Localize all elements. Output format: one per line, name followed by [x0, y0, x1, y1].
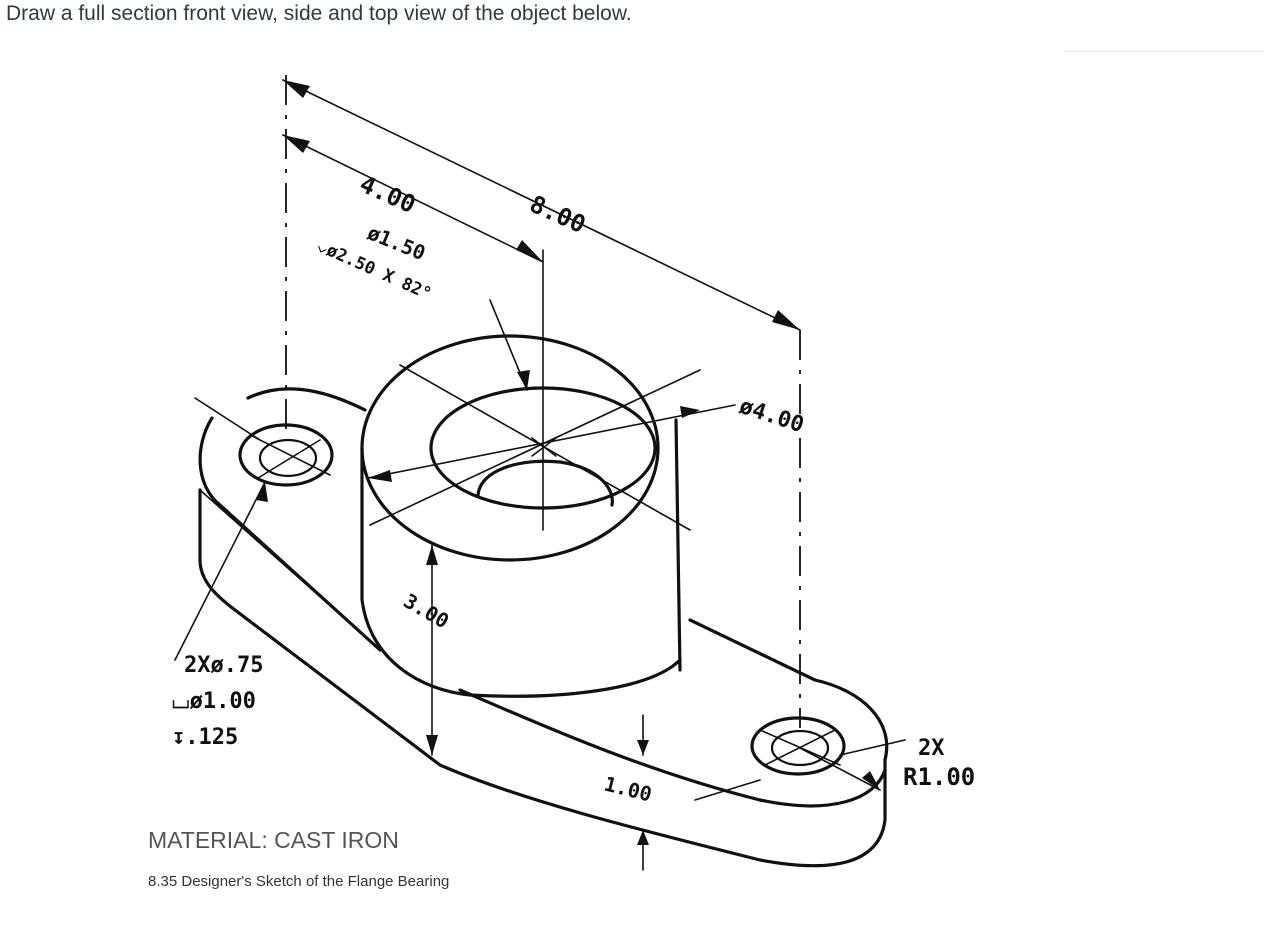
right-hole — [750, 716, 846, 776]
flange-base — [194, 387, 889, 868]
center-lines — [285, 75, 801, 728]
dim-holes-line3: ↧.125 — [172, 725, 238, 750]
dim-radius-line2: R1.00 — [903, 763, 975, 791]
dim-radius-line1: 2X — [918, 736, 945, 761]
dim-hole-spacing: 4.00 — [356, 170, 420, 219]
material-note: MATERIAL: CAST IRON — [148, 827, 399, 853]
dimension-lines — [174, 79, 906, 871]
left-hole — [238, 423, 334, 487]
question-text: Draw a full section front view, side and… — [6, 2, 632, 25]
dim-holes-line1: 2Xø.75 — [184, 653, 263, 678]
divider-line — [1065, 51, 1262, 52]
figure-caption: 8.35 Designer's Sketch of the Flange Bea… — [148, 873, 449, 890]
boss-cylinder — [360, 334, 682, 698]
dim-boss-dia: ø4.00 — [736, 394, 807, 438]
dim-flange-thickness: 1.00 — [602, 772, 655, 807]
dim-boss-height: 3.00 — [400, 589, 454, 634]
dim-overall-length: 8.00 — [526, 190, 590, 239]
dim-holes-line2: ⌴ø1.00 — [172, 689, 256, 714]
